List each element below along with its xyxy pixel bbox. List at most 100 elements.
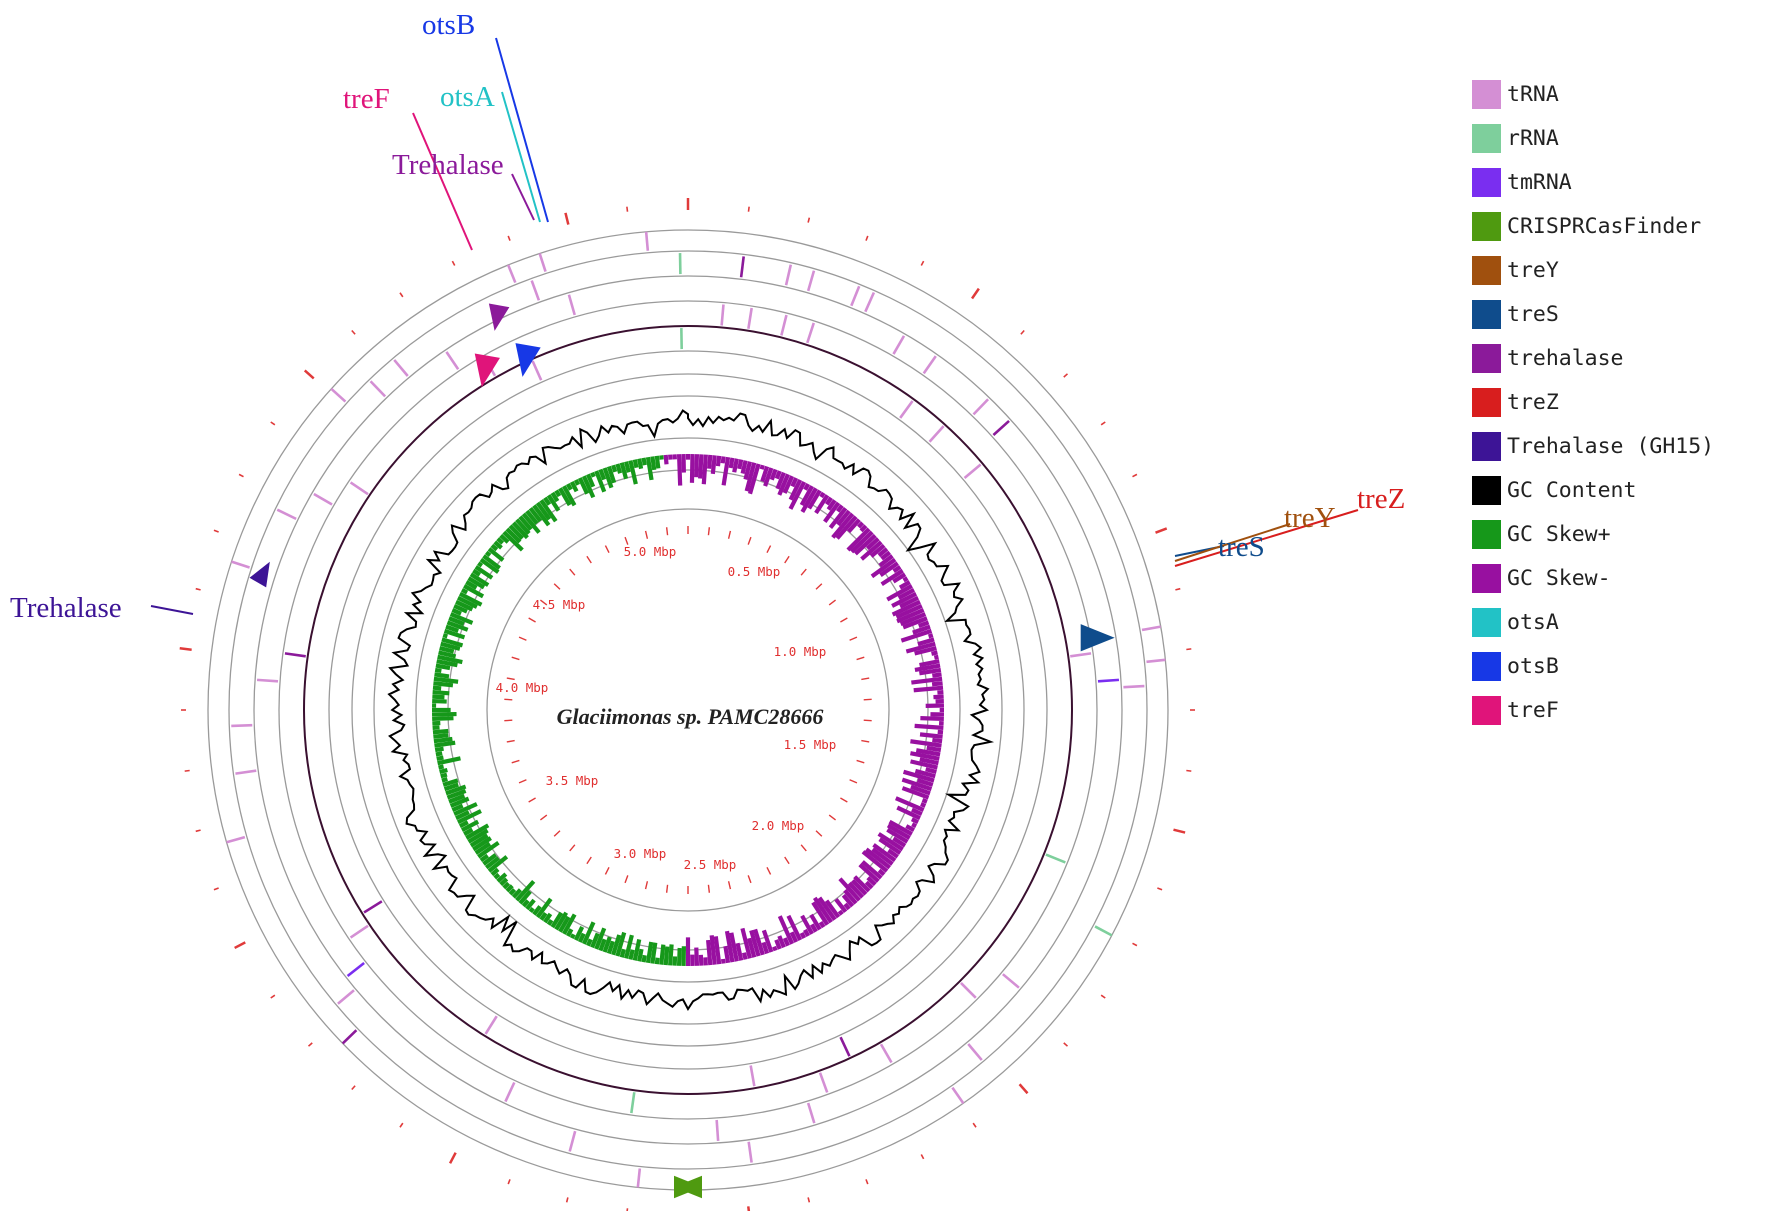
gc-skew-negative	[911, 676, 943, 685]
gc-skew-negative	[919, 659, 940, 668]
gc-skew-negative	[921, 798, 928, 804]
gc-skew-positive	[484, 550, 492, 557]
outer-tick	[1186, 769, 1192, 772]
gc-skew-positive	[479, 853, 489, 863]
gc-skew-negative	[846, 527, 871, 552]
feature-mark	[1123, 684, 1145, 689]
legend-swatch	[1472, 123, 1501, 153]
feature-mark	[346, 962, 365, 977]
legend-label: tmRNA	[1507, 169, 1572, 195]
gc-skew-negative	[760, 465, 770, 483]
gc-skew-positive	[505, 527, 522, 544]
gc-skew-negative	[919, 667, 942, 676]
gc-skew-negative	[824, 899, 841, 919]
outer-tick	[1063, 373, 1069, 378]
gc-skew-negative	[933, 654, 939, 660]
feature-mark	[972, 398, 990, 416]
feature-mark	[349, 924, 369, 939]
legend-swatch	[1472, 519, 1501, 549]
legend-swatch	[1472, 695, 1501, 725]
legend-item: rRNA	[1472, 116, 1714, 160]
scale-tick	[849, 779, 858, 784]
track-rings	[207, 229, 1169, 1191]
legend-swatch	[1472, 343, 1501, 373]
gc-skew-negative	[777, 473, 790, 496]
gc-skew-positive	[440, 772, 448, 779]
gc-skew-positive	[434, 667, 442, 674]
gc-skew-positive	[581, 475, 596, 499]
gc-skew-negative	[910, 751, 940, 761]
outer-tick	[507, 235, 511, 241]
gc-skew-negative	[782, 937, 790, 947]
gc-skew-positive	[496, 537, 505, 545]
feature-mark	[349, 481, 369, 496]
crispr-marker-icon	[674, 1175, 702, 1199]
gc-skew-negative	[663, 454, 669, 465]
gc-skew-negative	[902, 616, 928, 630]
feature-mark	[341, 1029, 358, 1045]
gc-skew-negative	[774, 470, 782, 480]
gc-skew-negative	[744, 462, 757, 492]
gc-skew-positive	[554, 911, 569, 931]
gc-skew-positive	[440, 641, 461, 651]
gc-skew-negative	[895, 603, 923, 620]
gc-skew-negative	[864, 847, 892, 870]
gc-skew-negative	[854, 533, 877, 556]
feature-marks	[226, 231, 1166, 1188]
outer-tick	[564, 212, 570, 225]
scale-tick	[518, 636, 527, 641]
gc-skew-negative	[886, 584, 913, 602]
gc-skew-negative	[896, 608, 925, 624]
feature-mark	[337, 989, 355, 1005]
gc-skew-negative	[720, 958, 726, 964]
outer-tick	[565, 1197, 569, 1203]
outer-tick	[865, 235, 869, 241]
outer-tick	[1100, 994, 1106, 999]
scale-label: 4.5 Mbp	[533, 597, 586, 612]
gc-skew-positive	[539, 499, 558, 523]
gc-skew-positive	[565, 482, 573, 491]
gc-skew-negative	[817, 896, 837, 921]
gc-skew-positive	[554, 489, 562, 498]
gc-skew-negative	[879, 561, 899, 577]
outer-tick	[351, 329, 356, 335]
outer-tick	[1175, 587, 1181, 591]
feature-mark	[484, 1015, 498, 1035]
legend-label: treF	[1507, 697, 1559, 723]
gc-skew-positive	[453, 603, 468, 614]
trehalase-left-leader	[150, 605, 194, 615]
feature-mark	[899, 400, 914, 419]
outer-tick	[920, 260, 925, 266]
legend-swatch	[1472, 79, 1501, 109]
outer-tick	[270, 994, 276, 999]
treF-marker-icon	[474, 353, 500, 388]
gc-skew-positive	[474, 841, 492, 855]
feature-mark	[530, 280, 541, 301]
gc-skew-positive	[469, 572, 490, 587]
gc-skew-positive	[645, 456, 654, 481]
gc-skew-negative	[698, 454, 704, 479]
gc-skew-positive	[562, 485, 577, 507]
outer-tick	[1020, 329, 1025, 335]
gc-skew-positive	[521, 899, 530, 908]
scale-tick	[511, 656, 520, 661]
feature-mark	[967, 1043, 983, 1061]
gc-skew-negative	[772, 945, 778, 952]
gc-skew-negative	[740, 460, 748, 474]
legend-swatch	[1472, 211, 1501, 241]
gc-skew-positive	[511, 521, 529, 540]
gc-skew-positive	[445, 624, 459, 633]
gc-skew-negative	[803, 482, 811, 491]
feature-mark	[992, 419, 1010, 436]
gc-skew-negative	[843, 888, 858, 905]
gc-skew-negative	[759, 464, 765, 470]
gc-skew-positive	[558, 487, 572, 507]
outer-tick	[195, 829, 201, 833]
outer-tick	[747, 206, 750, 212]
feature-mark	[806, 270, 816, 292]
gc-skew-negative	[838, 877, 861, 902]
gc-skew-positive	[442, 778, 459, 787]
gc-skew-negative	[891, 591, 918, 608]
